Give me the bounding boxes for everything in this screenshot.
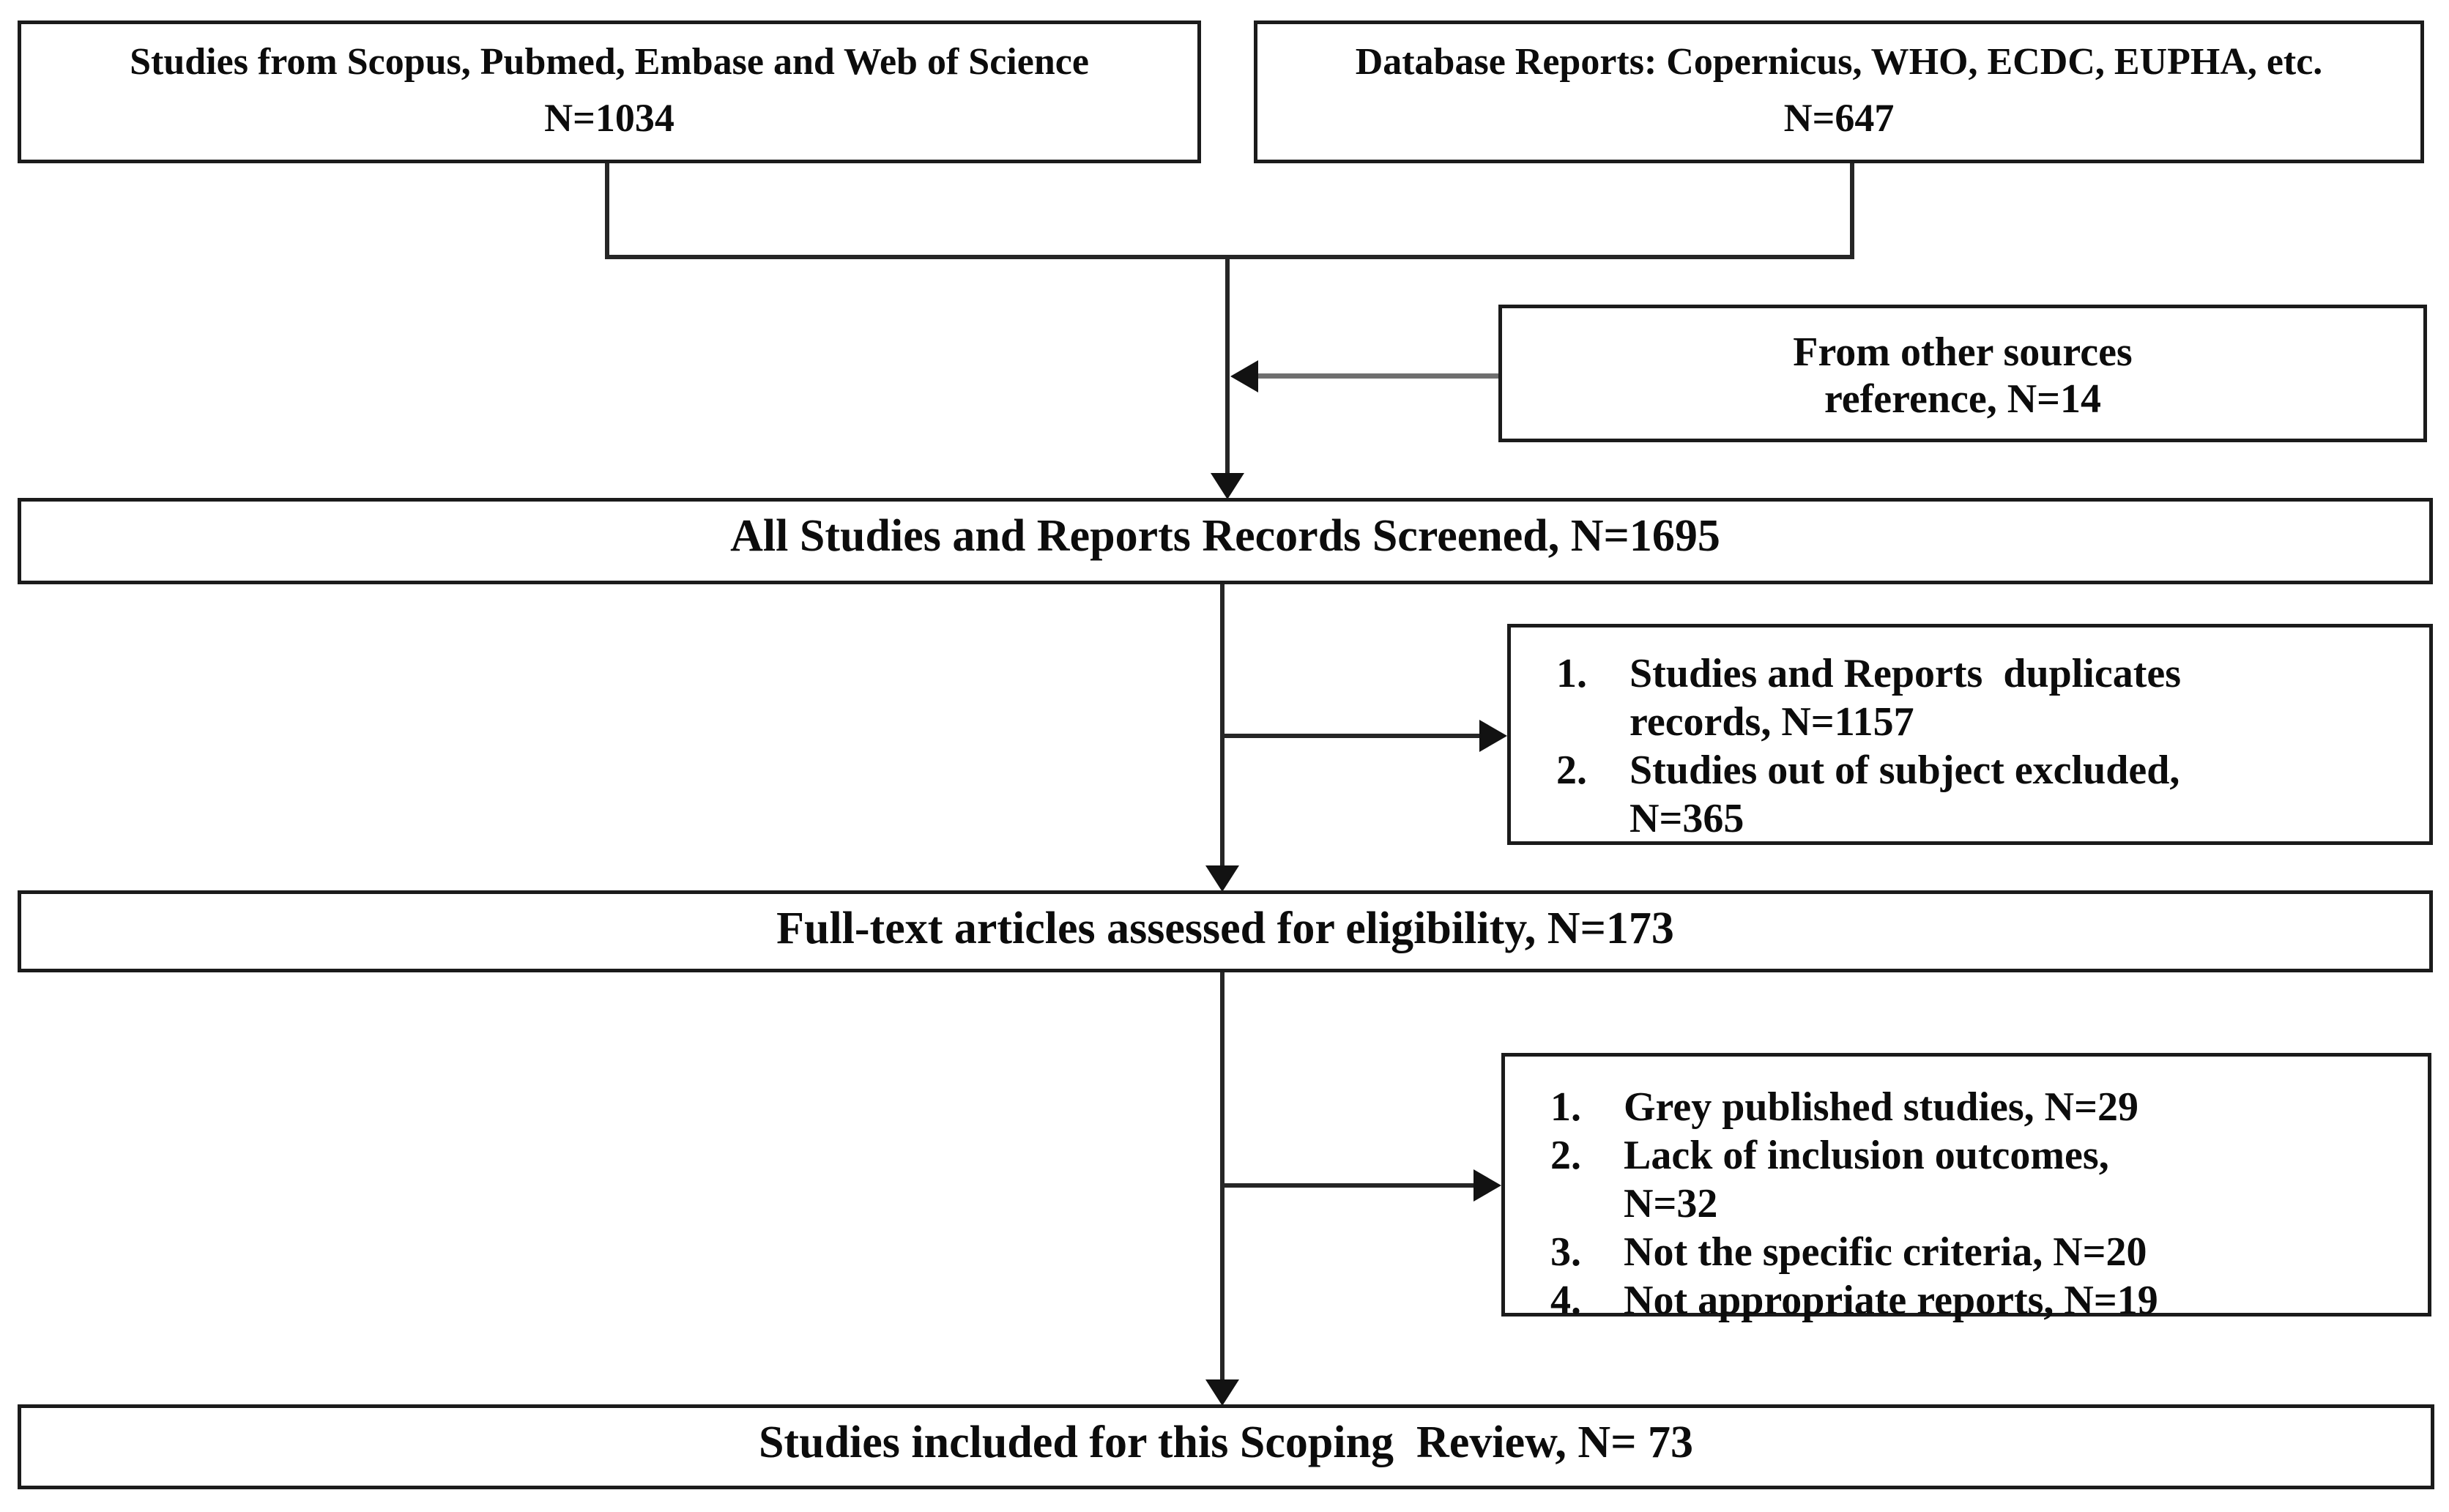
box-other-sources: From other sources reference, N=14 [1498, 305, 2427, 442]
excluded-screening-item: 1. Studies and Reports duplicates record… [1511, 649, 2429, 746]
excluded-fulltext-item: 4. Not appropriate reports, N=19 [1505, 1276, 2428, 1325]
box-studies-sources-label: Studies from Scopus, Pubmed, Embase and … [130, 41, 1089, 83]
box-other-sources-count: reference, N=14 [1824, 376, 2102, 422]
item-text: Not appropriate reports, N=19 [1624, 1278, 2158, 1324]
box-excluded-fulltext: 1. Grey published studies, N=29 2. Lack … [1501, 1053, 2431, 1323]
box-screened-label: All Studies and Reports Records Screened… [730, 511, 1720, 561]
item-number: 4. [1550, 1278, 1581, 1324]
arrowhead-into-screened [1211, 473, 1244, 499]
connector-studies-down [605, 163, 609, 259]
box-database-reports-label: Database Reports: Copernicus, WHO, ECDC,… [1355, 41, 2323, 83]
arrowhead-into-exclusion-2 [1474, 1169, 1501, 1202]
item-text: Studies out of subject excluded, N=365 [1629, 748, 2180, 842]
item-text: Studies and Reports duplicates records, … [1629, 651, 2182, 745]
box-database-reports: Database Reports: Copernicus, WHO, ECDC,… [1254, 21, 2424, 163]
box-included: Studies included for this Scoping Review… [18, 1404, 2434, 1489]
item-number: 1. [1556, 651, 1587, 696]
connector-other-sources-line [1257, 373, 1498, 379]
connector-reports-down [1850, 163, 1854, 259]
item-number: 2. [1556, 748, 1587, 794]
connector-screened-to-fulltext [1220, 584, 1224, 865]
arrowhead-other-sources [1230, 360, 1258, 392]
box-screened: All Studies and Reports Records Screened… [18, 498, 2433, 584]
item-number: 2. [1550, 1133, 1581, 1179]
box-fulltext-label: Full-text articles assessed for eligibil… [776, 904, 1674, 953]
excluded-fulltext-item: 3. Not the specific criteria, N=20 [1505, 1228, 2428, 1276]
item-number: 1. [1550, 1084, 1581, 1130]
excluded-fulltext-item: 1. Grey published studies, N=29 [1505, 1083, 2428, 1131]
excluded-screening-item: 2. Studies out of subject excluded, N=36… [1511, 746, 2429, 843]
box-excluded-screening: 1. Studies and Reports duplicates record… [1507, 624, 2433, 845]
excluded-fulltext-item: 2. Lack of inclusion outcomes, N=32 [1505, 1131, 2428, 1228]
connector-merge-horizontal [605, 255, 1854, 259]
box-studies-sources-count: N=1034 [544, 96, 675, 140]
box-fulltext: Full-text articles assessed for eligibil… [18, 890, 2433, 972]
item-text: Lack of inclusion outcomes, N=32 [1624, 1133, 2109, 1227]
connector-branch-exclusion-1 [1220, 734, 1484, 738]
arrowhead-into-fulltext [1205, 865, 1239, 892]
item-text: Grey published studies, N=29 [1624, 1084, 2139, 1130]
connector-branch-exclusion-2 [1220, 1183, 1476, 1188]
connector-fulltext-to-included [1220, 972, 1224, 1379]
connector-merge-to-screened [1225, 255, 1230, 473]
item-number: 3. [1550, 1229, 1581, 1275]
box-studies-sources: Studies from Scopus, Pubmed, Embase and … [18, 21, 1201, 163]
box-database-reports-count: N=647 [1783, 96, 1895, 140]
item-text: Not the specific criteria, N=20 [1624, 1229, 2147, 1275]
arrowhead-into-exclusion-1 [1479, 720, 1507, 752]
box-other-sources-label: From other sources [1793, 329, 2133, 375]
box-included-label: Studies included for this Scoping Review… [758, 1418, 1694, 1467]
arrowhead-into-included [1205, 1379, 1239, 1406]
